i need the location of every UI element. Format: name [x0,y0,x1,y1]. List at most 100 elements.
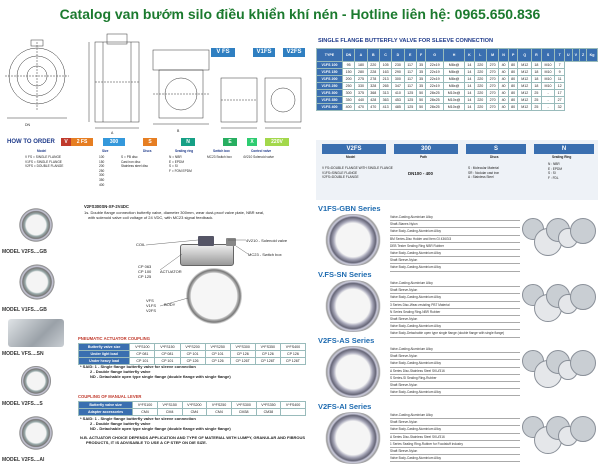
table-cell: 25 [531,96,542,104]
dimension-drawing: DN A B [5,33,302,135]
order-code-control: X [247,138,257,146]
table-cell: 40 [498,61,509,69]
model-code-box: S [466,144,526,154]
table-cell: 80 [507,103,519,111]
table-cell: V*FS400 [280,401,306,409]
table-cell: 18 [531,61,542,69]
callout-actuator: ACTUATOR [160,269,182,274]
example-code: V2FS300SN-XF-2V4DC [84,204,129,209]
table-cell: 213 [378,75,393,83]
table-cell: V*FS150 [154,343,181,351]
model-code-box: N [534,144,594,154]
table-cell: V*FS150 [156,401,183,409]
feature-line: Valve Body-Casting Aluminium Alloy [390,455,520,463]
component-part [570,350,596,376]
model-code-label: Path [420,155,427,159]
column-header: S [540,48,556,62]
column-header: B [366,48,380,62]
table-cell: 220 [473,96,487,104]
tab-v1fs[interactable]: V1FS [253,48,275,57]
table-cell: V*FS350 [255,401,282,409]
model-photo-column: MODEL V2FS....GB MODEL V1FS....GB MODEL … [2,203,74,471]
table-cell: V*FS300 [229,343,256,351]
table-cell: V*FS400 [279,343,307,351]
table-cell: 220 [473,75,487,83]
pneumatic-notes: * SAID: 1 - Single flange butterfly valv… [80,364,306,379]
table-cell: V1FS 300 [316,89,343,97]
column-header: T [554,48,565,62]
table-cell: V*FS200 [181,401,208,409]
table-cell: 200 [341,75,356,83]
table-cell: 9 [554,68,565,76]
table-cell: 220 [473,61,487,69]
component-part [570,284,596,310]
table-cell: 22x19 [425,75,444,83]
page-title: Catalog van bướm silo điều khiển khí nén… [59,6,541,22]
manual-table: Butterfly valve size V*FS100 V*FS150 V*F… [77,401,306,416]
table-cell: - [540,96,556,104]
table-cell: 80 [507,89,519,97]
column-header: L [473,48,487,62]
feature-line: Shaft Sleeve-Nylon [390,257,520,265]
table-cell: V1FS 100 [316,61,343,69]
feature-line: Valve Body-Detachable open type single f… [390,330,520,338]
table-cell: 453 [391,96,405,104]
table-cell: V*FS250 [206,401,232,409]
table-cell: 347 [391,82,405,90]
callout-switch-box: MC23 - Switch box [248,252,282,257]
table-cell: 14 [464,61,475,69]
feature-line: Shaft Sleeve-Nylon [390,419,520,427]
table-cell: 117 [403,75,417,83]
table-cell: 163 [378,68,393,76]
table-cell: 300 [391,75,405,83]
model-code-label: Discs [490,155,499,159]
table-cell: 150 [341,68,356,76]
note-line: ND - Detachable open type single flange … [90,426,231,431]
desc-line: S : SI [548,171,556,176]
table-cell: 125 [403,103,417,111]
column-header: D [391,48,405,62]
table-cell [280,408,306,416]
callout-coil: COIL [136,242,146,247]
col-title-size: Size [102,149,109,153]
column-header: A [354,48,368,62]
col-title-switch: Switch box [213,149,230,153]
exploded-view [522,346,598,398]
table-cell: 485 [391,103,405,111]
table-cell: CP 101 [204,350,231,358]
table-cell: 17 [554,89,565,97]
tab-vfs[interactable]: V FS [211,48,235,57]
table-cell: 117 [403,82,417,90]
order-seal-list: N = NBR E = EPDM S = SI F = FOM EPDM [169,155,205,173]
model-caption: MODEL VFS....SN [2,351,44,357]
table-cell: 80 [507,75,519,83]
col-title-model: Model [37,149,47,153]
feature-line: Valve Body-Casting Aluminium Alloy [390,294,520,302]
table-cell: V1FS 200 [316,75,343,83]
model-code-discs: S : Molecular Material SR : Nodular cast… [468,166,532,180]
feature-line: Valve Body-Casting Aluminium Alloy [390,360,520,368]
callout-cp125: CP 125 [138,274,152,279]
table-cell: 14 [464,96,475,104]
table-cell: 14 [464,68,475,76]
series-title: V2FS-AI Series [318,402,372,411]
order-code-model: 2 FS [71,138,93,146]
table-cell: V*FS350 [254,343,281,351]
order-code-switch: E [223,138,237,146]
table-cell: 40 [498,103,509,111]
table-row: Under light load CP 081 CP 081 CP 101 CP… [77,350,307,358]
table-row: Butterfly valve size V*FS100 V*FS150 V*F… [77,401,306,409]
feature-line: Shaft Sleeve-Nylon [390,316,520,324]
series-photo [320,280,386,332]
table-cell: V1FS 350 [316,96,343,104]
model-caption: MODEL V1FS....GB [2,307,47,313]
exploded-view [522,280,598,332]
order-seal-item: S = SI [169,164,178,169]
table-cell: 125 [403,89,417,97]
table-row: Under heavy load CP 101 CP 101 CP 126 CP… [77,357,307,365]
table-cell: Under light load [77,350,131,358]
tab-v2fs[interactable]: V2FS [283,48,305,57]
